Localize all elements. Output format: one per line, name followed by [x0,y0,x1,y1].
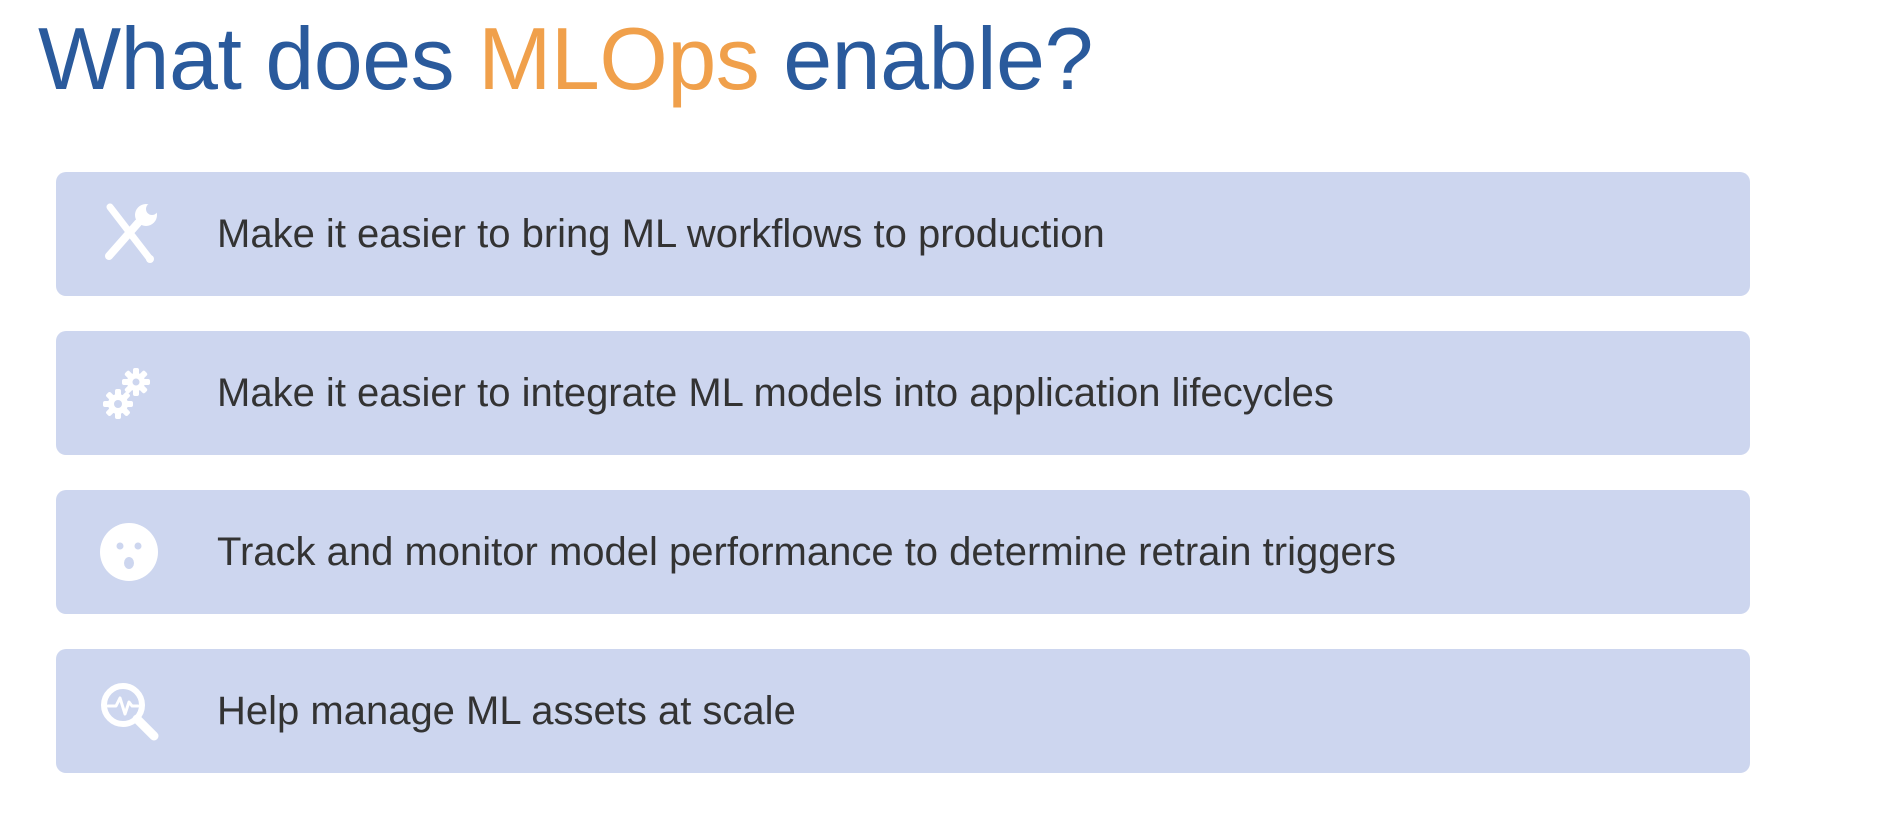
feature-card-assets: Help manage ML assets at scale [56,649,1750,773]
title-suffix: enable? [759,9,1093,108]
title-prefix: What does [38,9,479,108]
surprised-face-icon [96,519,162,585]
feature-label: Help manage ML assets at scale [217,689,796,733]
page-title: What does MLOps enable? [38,4,1093,114]
feature-card-integration: Make it easier to integrate ML models in… [56,331,1750,455]
feature-list: Make it easier to bring ML workflows to … [56,172,1750,773]
feature-label: Make it easier to integrate ML models in… [217,371,1334,415]
feature-card-production: Make it easier to bring ML workflows to … [56,172,1750,296]
gears-icon [96,360,162,426]
feature-card-monitoring: Track and monitor model performance to d… [56,490,1750,614]
search-pulse-icon [96,678,162,744]
title-highlight: MLOps [478,9,760,108]
tools-icon [96,201,162,267]
feature-label: Track and monitor model performance to d… [217,530,1397,574]
feature-label: Make it easier to bring ML workflows to … [217,212,1105,256]
